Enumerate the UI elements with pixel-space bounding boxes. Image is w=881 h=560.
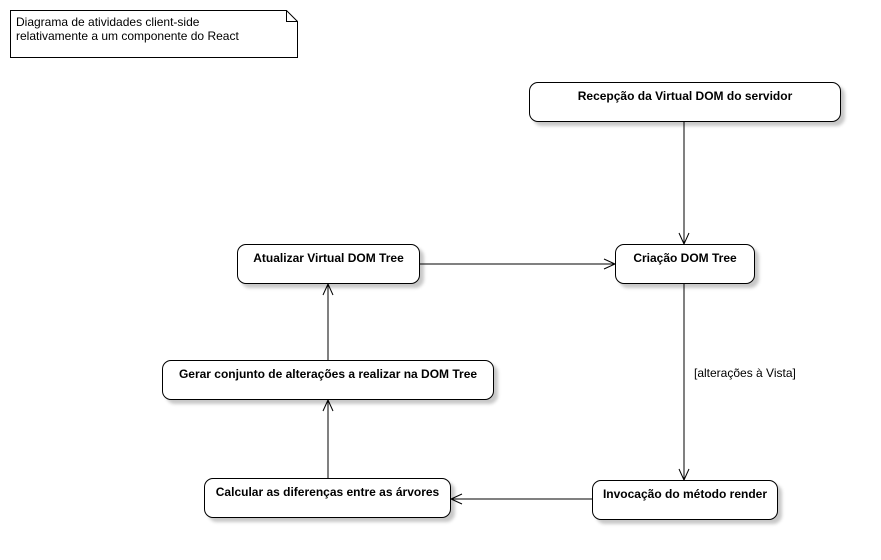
diagram-note: Diagrama de atividades client-side relat…	[10, 10, 298, 58]
arrowhead-calcular-right	[449, 493, 463, 505]
arrowhead-atualizar-bottom	[322, 282, 334, 296]
node-atualizar: Atualizar Virtual DOM Tree	[237, 244, 420, 284]
node-criacao: Criação DOM Tree	[615, 244, 755, 284]
node-invocacao: Invocação do método render	[592, 480, 778, 520]
note-line-1: Diagrama de atividades client-side	[16, 15, 200, 29]
note-text: Diagrama de atividades client-side relat…	[16, 15, 239, 43]
node-gerar: Gerar conjunto de alterações a realizar …	[162, 360, 494, 400]
guard-label: [alterações à Vista]	[694, 366, 796, 380]
note-line-2: relativamente a um componente do React	[16, 29, 239, 43]
arrowhead-gerar-bottom	[322, 398, 334, 412]
node-recepcao: Recepção da Virtual DOM do servidor	[529, 82, 841, 122]
note-shape	[10, 10, 298, 58]
node-calcular: Calcular as diferenças entre as árvores	[204, 478, 451, 518]
